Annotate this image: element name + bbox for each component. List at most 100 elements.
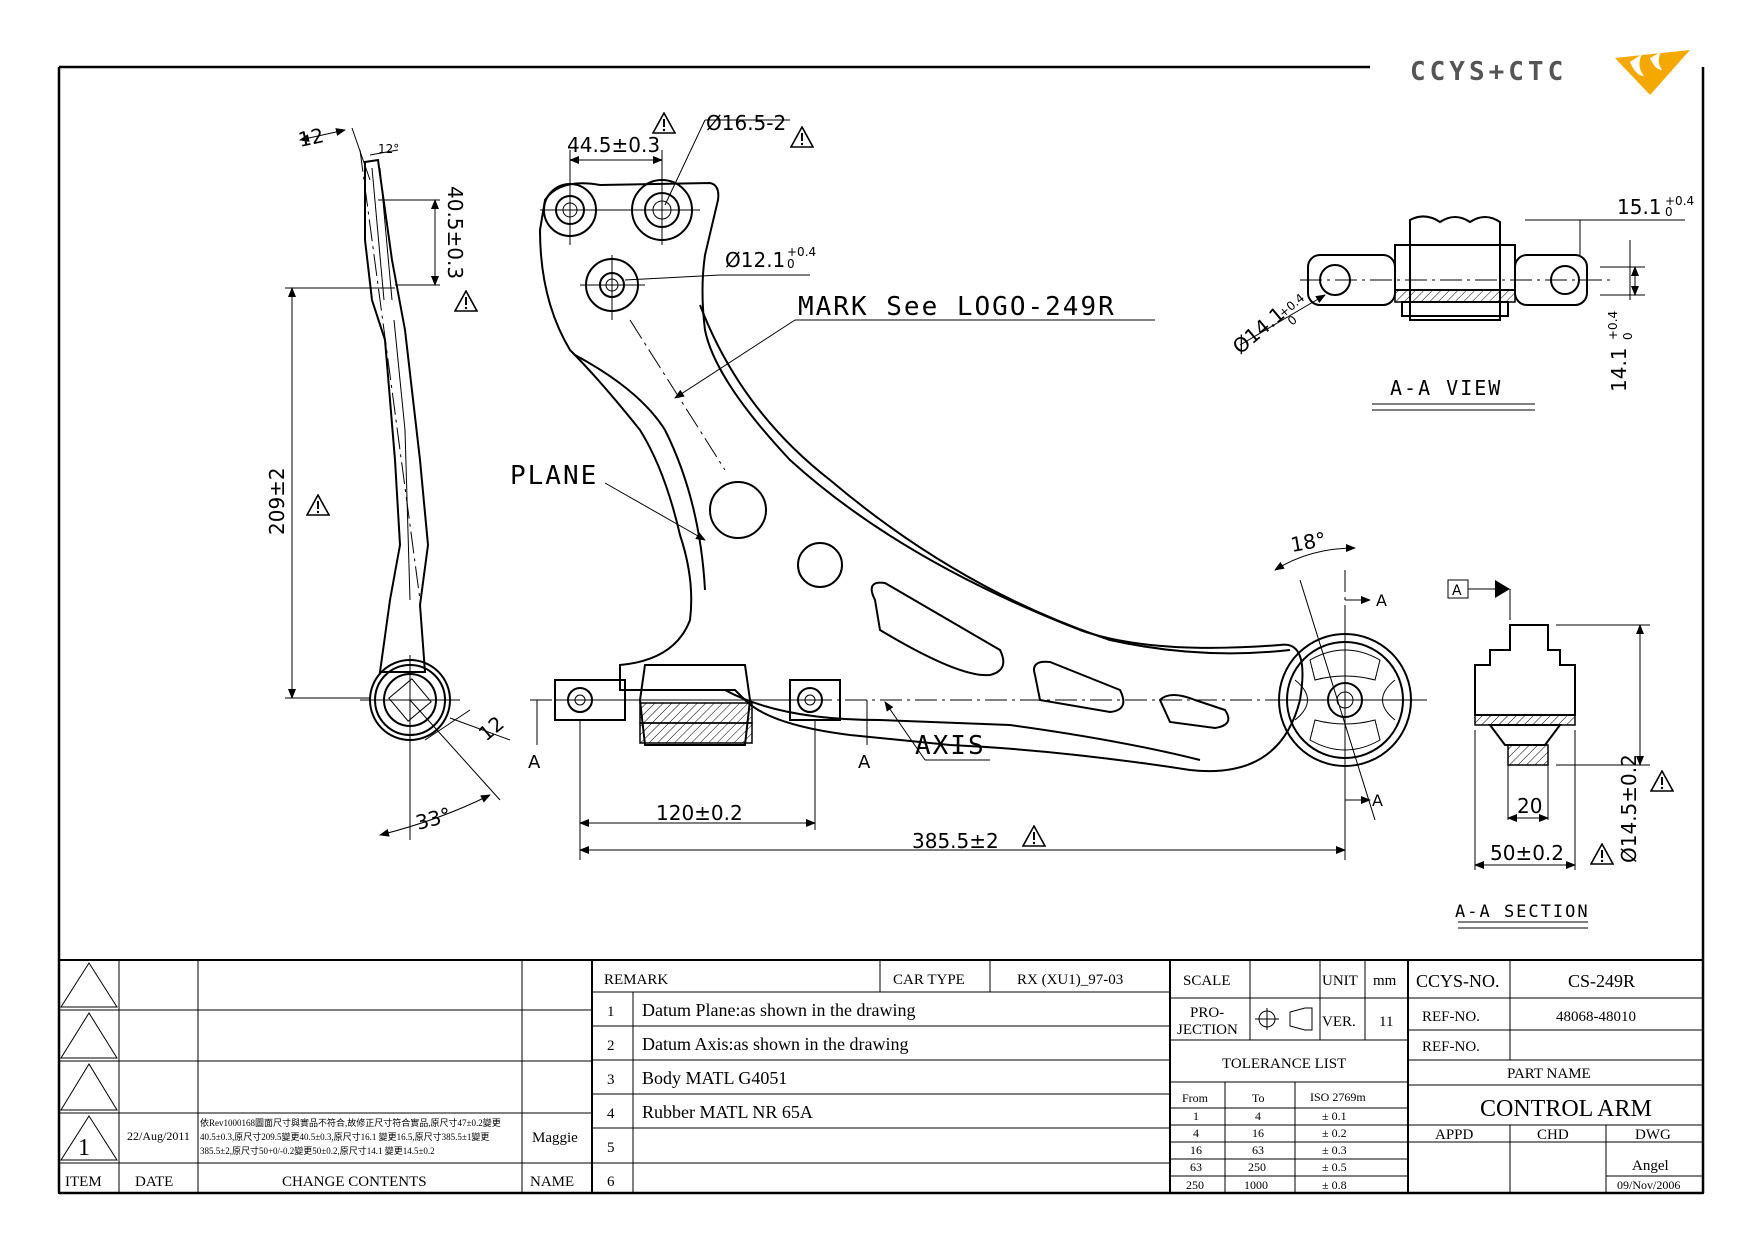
remark-text: Datum Plane:as shown in the drawing [642,1000,915,1020]
remark-no: 1 [607,1004,615,1020]
warning-triangle-icon [454,290,478,312]
table-row: 4 [1193,1126,1199,1140]
table-row: 63 [1190,1160,1202,1174]
dim-20: 20 [1517,794,1542,818]
revision-name-1: Maggie [532,1130,578,1146]
dim-dia-12-1-tol-lower: 0 [787,257,795,271]
revision-change-line-3: 385.5±2,原尺寸50+0/-0.2變更50±0.2,原尺寸14.1 變更1… [200,1145,435,1156]
dwg-date-value: 09/Nov/2006 [1617,1178,1680,1192]
projection-label-line-1: PRO- [1190,1005,1224,1021]
dim-12-top: 12 [296,123,326,152]
table-row: 16 [1252,1126,1264,1140]
dim-40-5: 40.5±0.3 [443,186,467,279]
dim-dia-12-1-tol-upper: +0.4 [787,245,816,259]
datum-a-label: A [1452,583,1462,599]
part-name-label: PART NAME [1507,1066,1591,1082]
dim-12-low: 12 [474,711,509,746]
scale-label: SCALE [1183,973,1231,989]
ref-no-2-label: REF-NO. [1422,1039,1480,1055]
table-row: 16 [1190,1143,1202,1157]
dim-120: 120±0.2 [656,801,743,825]
aa-section-title: A-A SECTION [1455,902,1590,922]
tolerance-list-title: TOLERANCE LIST [1222,1056,1346,1072]
company-logo: CCYS+CTC [1410,50,1690,95]
projection-label-line-2: JECTION [1177,1022,1238,1038]
dim-dia-14-1-tol-lower: 0 [1285,313,1300,329]
remark-no: 5 [607,1140,615,1156]
dim-209: 209±2 [265,467,289,535]
remark-list: 1 Datum Plane:as shown in the drawing 2 … [607,1000,915,1190]
aa-view-title: A-A VIEW [1390,376,1502,400]
dim-dia-12-1: Ø12.1 [725,248,785,272]
revision-header-date: DATE [135,1174,173,1190]
warning-triangle-icon [652,112,676,134]
dim-14-1-tol-upper: +0.4 [1606,311,1620,340]
dim-33-deg: 33° [413,802,453,834]
dim-15-1-tol-lower: 0 [1665,205,1673,219]
car-type-value: RX (XU1)_97-03 [1017,972,1123,988]
revision-change-line-2: 40.5±0.3,原尺寸209.5變更40.5±0.3,原尺寸16.1 變更16… [200,1131,489,1142]
dim-15-1: 15.1 [1617,195,1662,219]
ref-no-label: REF-NO. [1422,1009,1480,1025]
revision-triangles [60,962,118,1161]
dim-14-1: 14.1 [1607,347,1631,392]
table-row: ± 0.3 [1322,1143,1347,1157]
chd-label: CHD [1537,1127,1569,1143]
aa-section [1447,579,1650,929]
revision-header-name: NAME [530,1174,574,1190]
axis-label: AXIS [915,731,986,761]
tolerance-header-iso: ISO 2769m [1310,1090,1366,1104]
section-a-top-label: A [1376,591,1387,610]
revision-item-1: 1 [78,1135,90,1161]
projection-symbol-icon [1255,1007,1313,1031]
ccys-no-label: CCYS-NO. [1416,971,1500,991]
remark-text: Body MATL G4051 [642,1068,787,1088]
revision-date-1: 22/Aug/2011 [127,1129,190,1143]
table-row: ± 0.8 [1322,1178,1347,1192]
remark-no: 3 [607,1072,615,1088]
remark-text: Rubber MATL NR 65A [642,1102,813,1122]
version-value: 11 [1379,1014,1393,1030]
unit-label: UNIT [1322,973,1358,989]
side-view [285,127,511,840]
section-a-left-label: A [528,752,541,773]
tolerance-table: 1 4 ± 0.1 4 16 ± 0.2 16 63 ± 0.3 63 250 … [1186,1109,1347,1192]
dim-385-5: 385.5±2 [912,829,999,853]
table-row: 1 [1193,1109,1199,1123]
remark-no: 6 [607,1174,615,1190]
table-row: 4 [1255,1109,1261,1123]
plane-label: PLANE [510,461,598,491]
table-row: 1000 [1244,1178,1268,1192]
ref-no-value: 48068-48010 [1556,1009,1636,1025]
title-block [58,959,1704,1194]
dim-15-1-tol-upper: +0.4 [1665,194,1694,208]
version-label: VER. [1322,1014,1356,1030]
dim-dia-14-5: Ø14.5±0.2 [1617,754,1641,863]
dim-12-deg: 12° [378,142,399,156]
warning-triangle-icon [1022,825,1046,847]
warning-triangle-icon [1590,843,1614,865]
section-a-bottom-label: A [1372,791,1383,810]
remark-no: 2 [607,1038,615,1054]
dwg-label: DWG [1635,1127,1671,1143]
dim-14-1-tol-lower: 0 [1621,332,1635,340]
table-row: ± 0.1 [1322,1109,1347,1123]
dim-dia-16-5: Ø16.5-2 [706,111,786,135]
warning-triangle-icon [790,126,814,148]
logo-mark-icon [1615,50,1690,95]
aa-view [1239,215,1685,411]
dim-44-5: 44.5±0.3 [567,133,660,157]
tolerance-header-to: To [1252,1091,1265,1105]
unit-value: mm [1373,973,1397,989]
appd-label: APPD [1435,1127,1474,1143]
section-a-mid-label: A [858,752,871,773]
table-row: 63 [1252,1143,1264,1157]
dim-18-deg: 18° [1289,527,1328,557]
table-row: ± 0.2 [1322,1126,1347,1140]
dim-50: 50±0.2 [1490,841,1564,865]
part-name-value: CONTROL ARM [1480,1096,1652,1122]
tolerance-header-from: From [1182,1091,1209,1105]
ccys-no-value: CS-249R [1568,971,1635,991]
remark-header: REMARK [604,972,668,988]
revision-header-change: CHANGE CONTENTS [282,1174,427,1190]
